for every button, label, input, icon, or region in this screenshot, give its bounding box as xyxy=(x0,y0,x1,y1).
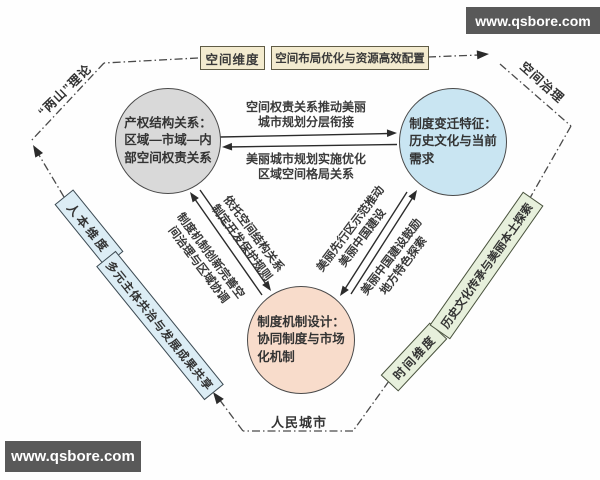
perimeter-dashdot-line xyxy=(29,54,572,432)
perimeter-arrowheads xyxy=(33,50,489,405)
top-goal-box: 空间布局优化与资源高效配置 xyxy=(271,46,429,70)
node-institution-change: 制度变迁特征： 历史文化与当前 需求 xyxy=(399,88,507,196)
node-property-structure: 产权结构关系： 区域—市域—内 部空间权责关系 xyxy=(115,88,221,194)
line-mechanism-to-structure xyxy=(191,194,263,296)
watermark-bottom-left: www.qsbore.com xyxy=(5,441,141,472)
line-structure-to-institution xyxy=(219,132,390,138)
line-structure-to-mechanism xyxy=(199,189,269,288)
arrow-to-governance-corner xyxy=(476,50,489,60)
arrow-to-left-goal-box xyxy=(213,392,224,405)
top-dimension-box: 空间维度 xyxy=(200,46,265,70)
edge-label-people-city: 人民城市 xyxy=(270,415,327,430)
relation-arrow-lines xyxy=(191,132,416,296)
arrow-to-liangshan-corner xyxy=(33,145,44,158)
relation-arrowheads xyxy=(190,129,417,296)
label-institution-to-structure: 美丽城市规划实施优化 区域空间格局关系 xyxy=(245,152,366,182)
line-institution-to-structure xyxy=(225,143,398,148)
watermark-top-right: www.qsbore.com xyxy=(466,7,600,34)
node-mechanism-design: 制度机制设计： 协同制度与市场 化机制 xyxy=(247,286,355,394)
label-structure-to-institution: 空间权责关系推动美丽 城市规划分层衔接 xyxy=(245,100,366,130)
line-mechanism-to-institution xyxy=(350,193,416,295)
line-institution-to-mechanism xyxy=(342,191,408,293)
